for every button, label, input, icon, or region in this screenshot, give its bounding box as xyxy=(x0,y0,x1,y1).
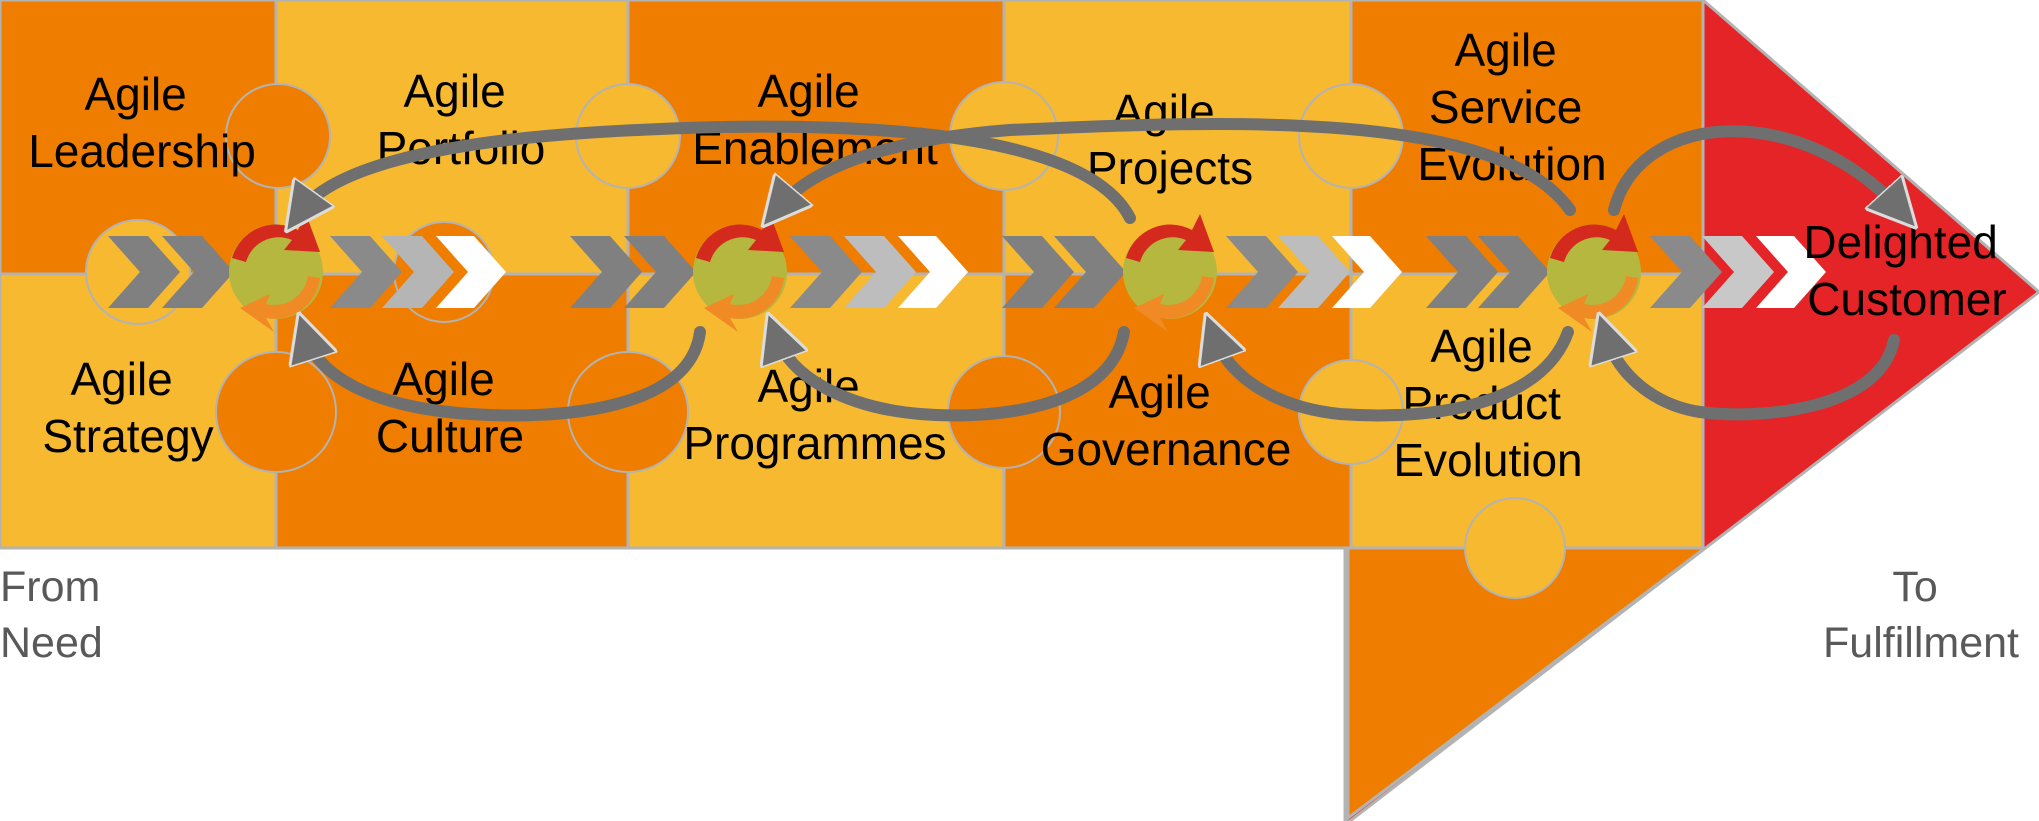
loop-product-to-governance xyxy=(1214,332,1574,422)
chevron-right-icon xyxy=(1478,236,1550,308)
loop-service-to-customer xyxy=(1608,125,1900,210)
chevron-right-icon xyxy=(1332,236,1402,308)
label-from-need: From Need xyxy=(0,563,112,667)
label-agile-strategy: Agile Strategy xyxy=(42,353,213,462)
chevron-right-icon xyxy=(1702,236,1774,308)
chevron-right-icon xyxy=(790,236,862,308)
chevron-right-icon xyxy=(1054,236,1126,308)
chevron-right-icon xyxy=(108,236,180,308)
chevron-right-icon xyxy=(570,236,642,308)
chevron-right-icon xyxy=(1756,236,1826,308)
loop-customer-to-product xyxy=(1606,336,1900,421)
circular-arrows-icon xyxy=(1547,214,1641,332)
chevron-right-icon xyxy=(1226,236,1298,308)
label-agile-leadership: Agile Leadership xyxy=(28,68,256,177)
chevron-band-1 xyxy=(108,236,506,308)
chevron-right-icon xyxy=(898,236,968,308)
loop-projects-to-leadership xyxy=(300,120,1136,218)
chevron-right-icon xyxy=(844,236,916,308)
chevron-right-icon xyxy=(1278,236,1350,308)
feedback-loops xyxy=(300,118,1900,422)
circular-arrows-icon xyxy=(693,214,787,332)
loop-service-to-enablement xyxy=(778,118,1576,210)
chevron-band-4 xyxy=(1426,236,1826,308)
circular-arrows-icon xyxy=(1123,214,1217,332)
chevron-band-2 xyxy=(570,236,968,308)
label-delighted-customer: Delighted Customer xyxy=(1803,216,2010,325)
chevron-right-icon xyxy=(382,236,454,308)
label-agile-programmes: Agile Programmes xyxy=(683,360,946,469)
chevron-right-icon xyxy=(1426,236,1498,308)
chevron-right-icon xyxy=(624,236,696,308)
label-to-fulfillment: To Fulfillment xyxy=(1823,563,2019,667)
chevron-band-3 xyxy=(1002,236,1402,308)
chevron-right-icon xyxy=(1002,236,1074,308)
piece-agile-governance xyxy=(1002,272,1353,550)
loop-programmes-to-culture xyxy=(306,332,706,422)
loop-governance-to-programmes xyxy=(776,332,1130,422)
label-agile-projects: Agile Projects xyxy=(1087,85,1253,194)
label-agile-governance: Agile Governance xyxy=(1041,366,1292,475)
circular-arrows-icon xyxy=(229,214,323,332)
chevron-right-icon xyxy=(436,236,506,308)
label-agile-service-evolution: Agile Service Evolution xyxy=(1417,24,1606,190)
chevron-right-icon xyxy=(1650,236,1722,308)
chevron-right-icon xyxy=(162,236,234,308)
chevron-right-icon xyxy=(330,236,402,308)
